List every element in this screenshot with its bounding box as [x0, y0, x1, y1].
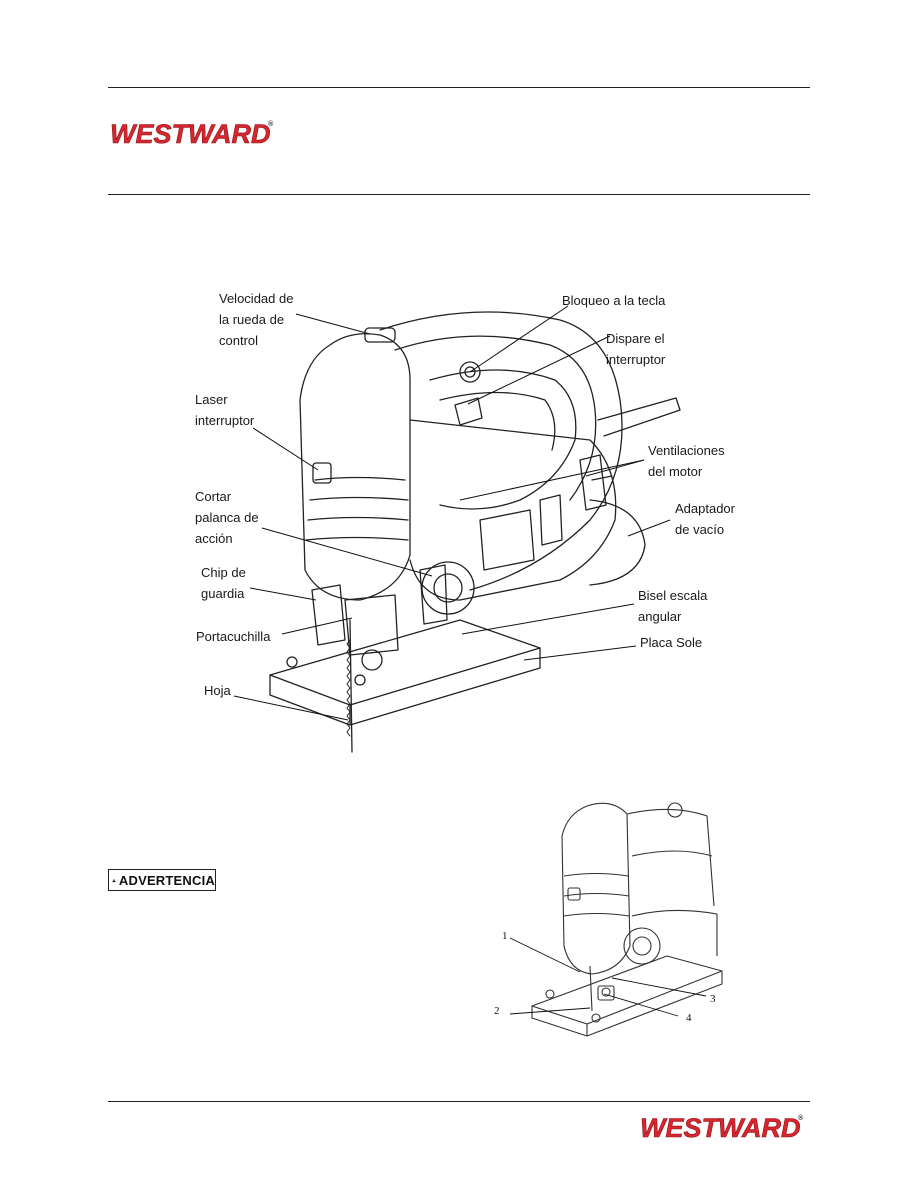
handle-outline	[379, 311, 623, 591]
detail-leader-3	[611, 977, 707, 997]
westward-logo-footer: WESTWARD ®	[640, 1113, 804, 1144]
header-bottom-rule	[108, 194, 810, 195]
label-lock-button: Bloqueo a la tecla	[562, 293, 666, 308]
sole-plate-top	[269, 619, 541, 706]
orbital-lever-shape	[419, 564, 448, 625]
label-laser-switch: Laser interruptor	[195, 392, 255, 428]
power-cord	[597, 397, 681, 437]
leader-vents-2	[459, 459, 645, 501]
leader-blade-holder	[281, 617, 353, 635]
trigger-shape	[454, 397, 483, 426]
leader-bevel	[461, 603, 635, 635]
label-chip-guard: Chip de guardia	[201, 565, 246, 601]
handle-opening	[429, 369, 577, 510]
westward-logo-header: WESTWARD ®	[110, 119, 274, 150]
lock-button-shape	[459, 361, 481, 383]
detail-number-3: 3	[710, 993, 716, 1005]
front-housing	[299, 333, 411, 601]
label-motor-vents: Ventilaciones del motor	[648, 443, 725, 479]
leader-trigger	[467, 335, 611, 405]
leader-speed-wheel	[295, 313, 371, 335]
detail-handle	[626, 808, 715, 907]
leader-orbital	[261, 527, 433, 577]
footer-registered-mark: ®	[798, 1114, 804, 1122]
leader-vents-1	[585, 459, 645, 477]
detail-front-housing	[561, 802, 631, 975]
detail-number-2: 2	[494, 1005, 500, 1017]
footer-rule	[108, 1101, 810, 1102]
label-speed-wheel: Velocidad de la rueda de control	[219, 291, 294, 348]
label-trigger-switch: Dispare el interruptor	[606, 331, 666, 367]
jigsaw-diagram	[233, 305, 681, 753]
detail-sole-plate	[531, 955, 723, 1025]
label-vacuum-adapter: Adaptador de vacío	[675, 501, 735, 537]
vacuum-adapter-shape	[589, 499, 646, 586]
bevel-dial-shape	[421, 561, 475, 615]
vent-shape-2	[539, 494, 563, 546]
warning-triangle-icon	[112, 878, 116, 882]
label-sole-plate: Placa Sole	[640, 635, 703, 650]
header-registered-mark: ®	[268, 120, 274, 128]
header-top-rule	[108, 87, 810, 88]
label-blade-holder: Portacuchilla	[196, 629, 271, 644]
label-blade: Hoja	[204, 683, 231, 698]
leader-lock-button	[469, 305, 569, 373]
label-orbital-lever: Cortar palanca de acción	[195, 489, 259, 546]
detail-leader-1	[509, 937, 581, 973]
detail-number-4: 4	[686, 1012, 692, 1024]
laser-switch-shape	[312, 462, 332, 484]
motor-body	[409, 419, 617, 601]
leader-chip-guard	[249, 587, 317, 601]
header-brand-text: WESTWARD	[110, 119, 270, 149]
detail-leader-2	[509, 1007, 591, 1015]
detail-number-1: 1	[502, 930, 508, 942]
sole-plate-edge	[349, 647, 541, 726]
detail-leader-4	[603, 993, 679, 1017]
footer-brand-text: WESTWARD	[640, 1113, 800, 1143]
blade-holder-shape	[344, 594, 399, 656]
speed-wheel-shape	[364, 327, 396, 343]
warning-badge-text: ADVERTENCIA	[118, 872, 215, 888]
leader-blade	[233, 695, 349, 721]
leader-laser	[252, 427, 319, 471]
warning-badge: ADVERTENCIA	[108, 869, 216, 891]
leader-vacuum	[627, 519, 671, 537]
label-bevel-scale: Bisel escala angular	[638, 588, 708, 624]
leader-sole-plate	[523, 645, 637, 661]
vent-panel	[479, 509, 535, 571]
blade-shape	[349, 619, 353, 753]
vent-shape-1	[579, 454, 607, 511]
detail-bevel-dial	[623, 927, 661, 965]
blade-change-detail-illustration	[509, 802, 723, 1037]
